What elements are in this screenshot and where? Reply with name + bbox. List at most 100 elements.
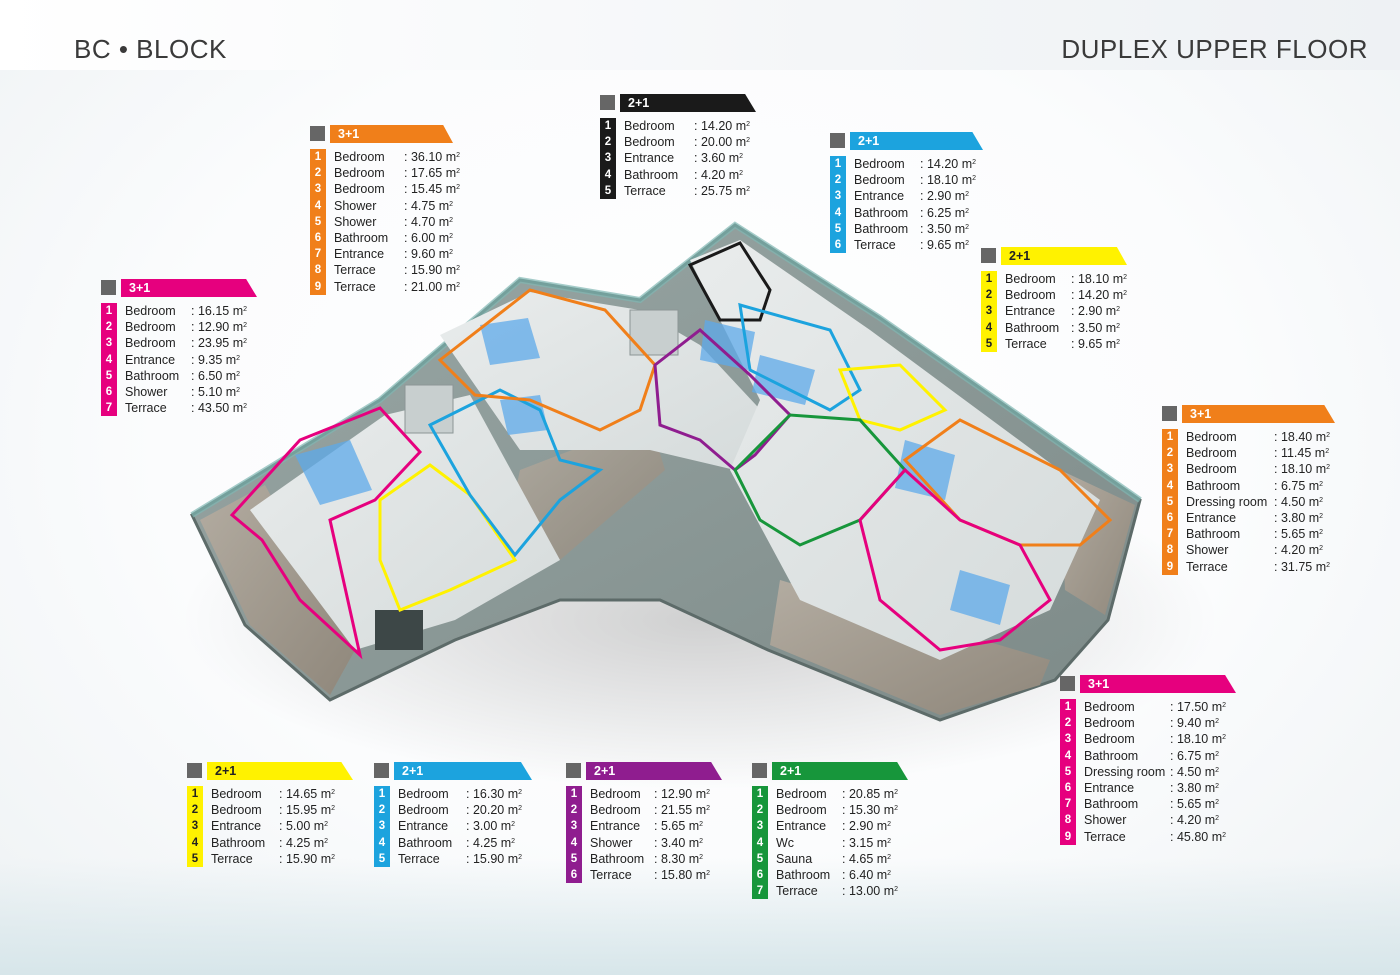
legend-type-tag: 2+1	[772, 762, 908, 780]
room-number: 4	[756, 836, 764, 849]
room-area: : 43.50 m2	[191, 401, 248, 416]
room-name: Bathroom	[125, 368, 180, 383]
room-number: 1	[1064, 701, 1072, 713]
room-name: Terrace	[398, 851, 440, 866]
room-number: 7	[1166, 528, 1174, 541]
unit-outline-magenta-right	[858, 467, 1052, 652]
room-name: Terrace	[1005, 336, 1047, 351]
room-number: 7	[1064, 798, 1072, 811]
room-name: Bedroom	[398, 803, 449, 818]
room-area: : 11.45 m2	[1274, 446, 1330, 461]
room-name: Bedroom	[1005, 272, 1056, 286]
room-number: 4	[570, 836, 578, 849]
unit-outline-blue-right	[738, 302, 862, 412]
room-name: Bathroom	[398, 835, 453, 850]
room-name: Terrace	[334, 263, 376, 278]
room-area: : 6.40 m2	[842, 867, 892, 882]
room-number: 3	[191, 820, 199, 833]
room-area: : 3.40 m2	[654, 835, 704, 850]
room-name: Entrance	[398, 819, 449, 834]
room-name: Bedroom	[624, 119, 675, 133]
room-number: 5	[105, 369, 113, 382]
unit-outline-magenta-left	[229, 406, 423, 660]
room-name: Bedroom	[776, 803, 827, 818]
wet-area-6	[950, 570, 1010, 625]
room-area: : 15.45 m2	[404, 182, 461, 197]
room-name: Dressing room	[1186, 494, 1268, 509]
room-name: Bedroom	[1005, 288, 1056, 303]
room-area: : 3.50 m2	[1071, 320, 1121, 335]
room-area: : 31.75 m2	[1274, 559, 1331, 574]
room-name: Bathroom	[1005, 320, 1060, 335]
room-area: : 25.75 m2	[694, 183, 751, 198]
room-number: 2	[105, 321, 113, 334]
room-name: Bedroom	[398, 787, 449, 801]
room-name: Bathroom	[854, 205, 909, 220]
room-name: Terrace	[334, 279, 376, 294]
room-number: 5	[378, 852, 386, 865]
room-area: : 4.75 m2	[404, 198, 454, 213]
room-area: : 15.80 m2	[654, 867, 711, 882]
room-name: Bedroom	[334, 182, 385, 197]
room-area: : 15.90 m2	[466, 851, 523, 866]
room-name: Bedroom	[211, 803, 262, 818]
room-name: Bathroom	[624, 167, 679, 182]
room-name: Bedroom	[1186, 462, 1237, 477]
room-area: : 4.20 m2	[1170, 813, 1220, 828]
room-area: : 9.35 m2	[191, 352, 241, 367]
room-area: : 5.10 m2	[191, 384, 241, 399]
room-number: 5	[191, 852, 199, 865]
room-number: 3	[834, 190, 842, 203]
room-name: Bedroom	[125, 336, 176, 351]
room-name: Bedroom	[1186, 446, 1237, 461]
room-number: 3	[604, 152, 612, 165]
room-number: 3	[314, 183, 322, 196]
room-area: : 9.60 m2	[404, 247, 454, 262]
room-name: Bathroom	[1186, 478, 1241, 493]
room-number: 4	[105, 353, 113, 366]
room-area: : 4.50 m2	[1274, 494, 1324, 509]
room-number: 1	[756, 788, 764, 800]
room-area: : 14.20 m2	[920, 157, 977, 171]
room-number: 5	[570, 852, 578, 865]
room-area: : 20.85 m2	[842, 787, 899, 801]
legend-square-icon	[600, 95, 615, 110]
unit-outline-purple	[653, 328, 793, 472]
room-area: : 5.65 m2	[1170, 797, 1220, 812]
room-number: 5	[985, 337, 993, 350]
room-number: 1	[105, 305, 113, 317]
room-area: : 36.10 m2	[404, 150, 461, 164]
terrace-left	[200, 485, 355, 695]
legend-square-icon	[187, 763, 202, 778]
block-title: BC • BLOCK	[74, 34, 227, 64]
room-name: Bedroom	[624, 135, 675, 150]
stair-void-2	[629, 309, 679, 356]
interior-floor-right	[690, 240, 1100, 660]
legend-square-icon	[1162, 406, 1177, 421]
room-name: Bedroom	[1084, 716, 1135, 731]
room-number: 6	[1064, 781, 1072, 794]
legend-square-icon	[310, 126, 325, 141]
room-number: 4	[834, 206, 842, 219]
room-number: 6	[314, 231, 322, 244]
room-area: : 20.00 m2	[694, 135, 751, 150]
legend-type-tag: 2+1	[394, 762, 532, 780]
room-number: 4	[985, 321, 993, 334]
room-number: 2	[1064, 717, 1072, 730]
room-number: 3	[985, 305, 993, 318]
room-area: : 5.65 m2	[654, 819, 704, 834]
room-area: : 9.40 m2	[1170, 716, 1220, 731]
room-number: 7	[756, 885, 764, 898]
room-area: : 21.55 m2	[654, 803, 711, 818]
room-number: 2	[191, 804, 199, 817]
room-number: 9	[314, 280, 322, 293]
room-number: 1	[191, 788, 199, 800]
legend-type-tag: 3+1	[121, 279, 257, 297]
room-name: Bedroom	[125, 304, 176, 318]
room-name: Bathroom	[334, 230, 389, 245]
room-area: : 17.65 m2	[404, 166, 461, 181]
floor-title: DUPLEX UPPER FLOOR	[1061, 34, 1368, 64]
room-name: Bathroom	[776, 867, 831, 882]
room-area: : 18.10 m2	[1170, 732, 1227, 747]
